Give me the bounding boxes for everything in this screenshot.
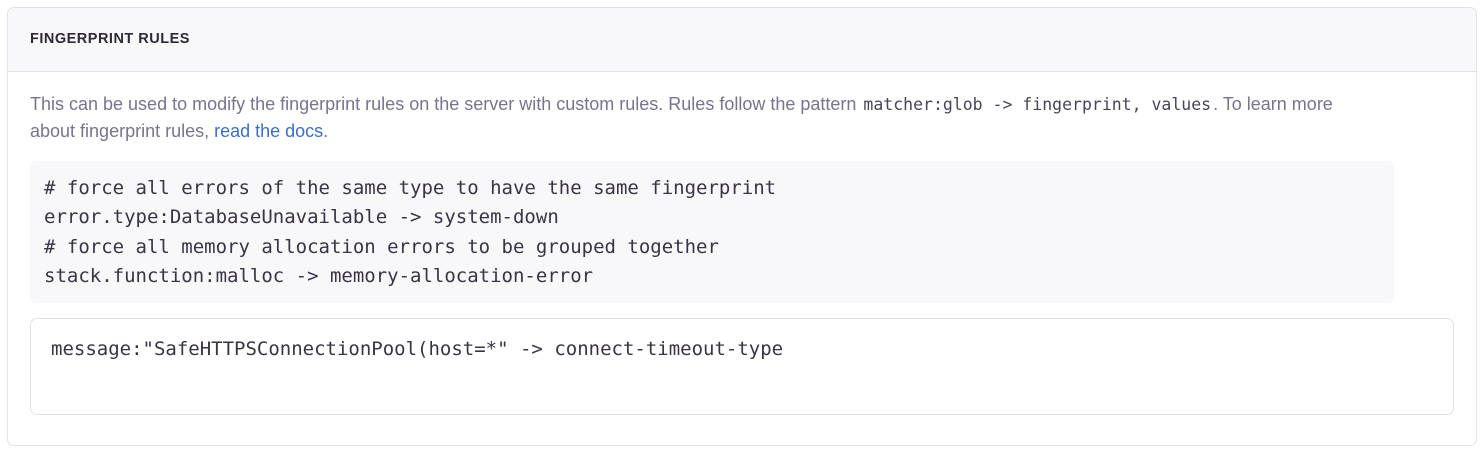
code-line: error.type:DatabaseUnavailable -> system… [44, 206, 559, 229]
description-text: This can be used to modify the fingerpri… [30, 91, 1375, 144]
description-after-link: . [323, 121, 329, 141]
description-before-code: This can be used to modify the fingerpri… [30, 94, 862, 114]
example-code-block: # force all errors of the same type to h… [30, 161, 1394, 303]
description-after-code: . To learn more about fingerprint rules, [30, 94, 1333, 141]
panel-header: FINGERPRINT RULES [8, 8, 1476, 72]
panel-body: This can be used to modify the fingerpri… [8, 72, 1476, 415]
page-title: FINGERPRINT RULES [30, 31, 190, 48]
inline-code-pattern: matcher:glob -> fingerprint, values [863, 95, 1212, 114]
fingerprint-rules-panel: FINGERPRINT RULES This can be used to mo… [7, 7, 1477, 446]
code-line: stack.function:malloc -> memory-allocati… [44, 265, 594, 288]
fingerprint-rules-input[interactable] [30, 318, 1454, 415]
code-line: # force all errors of the same type to h… [44, 177, 777, 199]
read-the-docs-link[interactable]: read the docs [214, 121, 324, 141]
code-line: # force all memory allocation errors to … [44, 235, 719, 258]
